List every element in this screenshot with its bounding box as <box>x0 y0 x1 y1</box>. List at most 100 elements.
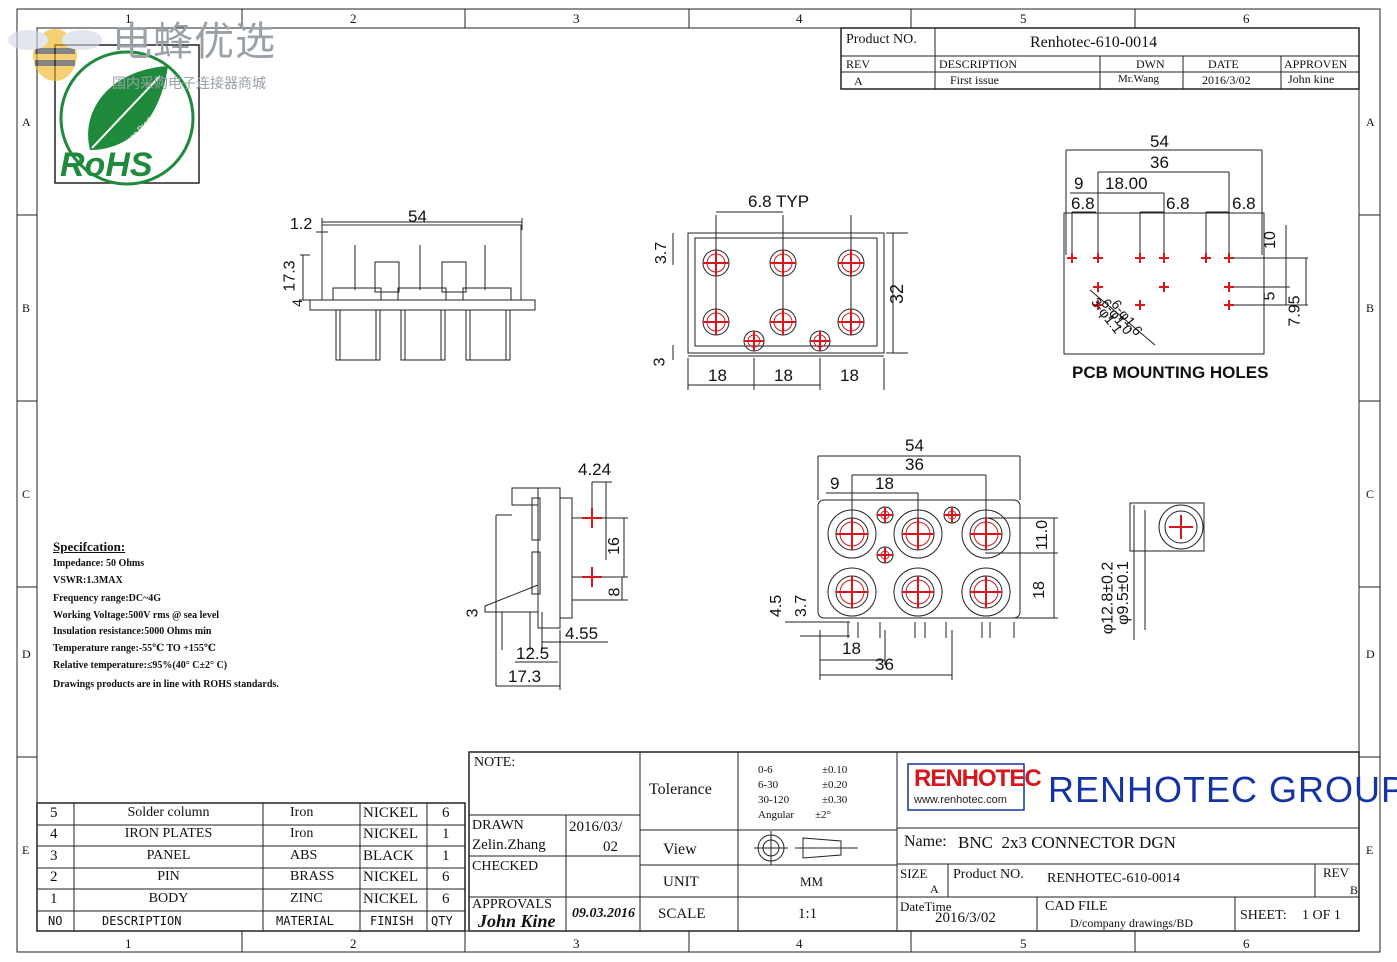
tolerance-range: 30-120 <box>758 794 790 806</box>
profile-dim-12-5: 12.5 <box>516 644 550 663</box>
spec-title: Specifcation: <box>53 539 126 554</box>
tolerance-range: Angular <box>758 809 795 821</box>
bottom-socket-1-outer <box>827 509 877 559</box>
bottom-dim-18-bottom: 18 <box>842 639 861 658</box>
pcb-holes <box>1067 253 1234 310</box>
rev-block-product-label: Product NO. <box>846 32 917 47</box>
col-label-2-bottom: 2 <box>350 936 357 951</box>
tb-unit-label: UNIT <box>663 874 699 890</box>
row-label-b-right: B <box>1366 301 1375 315</box>
pcb-dim-7-95: 7.95 <box>1286 295 1304 327</box>
bottom-dim-9: 9 <box>830 474 840 493</box>
tb-approvals-date: 09.03.2016 <box>572 906 635 921</box>
bom-row-description: PIN <box>157 869 180 884</box>
col-label-2: 2 <box>350 11 357 26</box>
bottom-dim-54: 54 <box>905 436 924 455</box>
rev-header-approven: APPROVEN <box>1284 57 1348 71</box>
bom-header-desc: DESCRIPTION <box>102 914 182 928</box>
front-dim-18-a: 18 <box>708 366 727 385</box>
tolerance-range: 0-6 <box>758 764 773 776</box>
row-label-d: D <box>22 647 31 661</box>
col-label-6: 6 <box>1243 11 1250 26</box>
profile-dim-8: 8 <box>606 587 624 597</box>
round-dim-inner: φ9.5±0.1 <box>1114 561 1132 625</box>
tb-datetime-value: 2016/3/02 <box>935 910 996 926</box>
bom-header-finish: FINISH <box>370 914 414 928</box>
pcb-dim-6-8-b: 6.8 <box>1166 194 1190 213</box>
bottom-socket-2-outer <box>893 509 943 559</box>
profile-dim-4-24: 4.24 <box>578 460 612 479</box>
tb-checked-label: CHECKED <box>472 859 539 874</box>
tb-datetime-label: DateTime <box>900 899 952 914</box>
front-view-connectors <box>702 249 865 352</box>
bom-row-description: Solder column <box>127 805 210 820</box>
rev-row-dwn: Mr.Wang <box>1118 73 1159 85</box>
side-dim-54: 54 <box>408 207 427 226</box>
spec-line-7: Relative temperature:≤95%(40° C±2° C) <box>53 660 228 671</box>
col-label-5-bottom: 5 <box>1020 936 1027 951</box>
tb-logo-url: www.renhotec.com <box>914 794 1007 806</box>
spec-line-8: Drawings products are in line with ROHS … <box>53 679 279 690</box>
row-label-e-right: E <box>1366 843 1374 857</box>
tolerance-value: ±0.10 <box>822 764 848 776</box>
rev-header-rev: REV <box>846 57 870 71</box>
row-label-c-right: C <box>1366 487 1375 501</box>
front-dim-3: 3 <box>651 357 669 367</box>
rev-block-product-no: Renhotec-610-0014 <box>1030 34 1158 51</box>
bottom-socket-6-outer <box>961 567 1011 617</box>
row-label-a-right: A <box>1366 115 1375 129</box>
col-label-1-bottom: 1 <box>125 936 132 951</box>
tb-sheet-label: SHEET: <box>1240 908 1287 923</box>
col-label-3: 3 <box>573 11 580 26</box>
bom-row-description: IRON PLATES <box>124 826 213 841</box>
rev-row-date: 2016/3/02 <box>1202 73 1251 87</box>
front-dim-32: 32 <box>887 283 908 305</box>
spec-line-5: Insulation resistance:5000 Ohms min <box>53 626 212 637</box>
bom-row-qty: 6 <box>442 805 450 821</box>
tolerance-value: ±2° <box>815 809 831 821</box>
watermark-brand: 电蜂优选 <box>112 20 276 64</box>
profile-dim-4-55: 4.55 <box>565 624 599 643</box>
row-label-a: A <box>22 115 31 129</box>
spec-line-3: Frequency range:DC~4G <box>53 593 162 604</box>
bottom-dim-36-bottom: 36 <box>875 655 894 674</box>
tb-drawn-date-a: 2016/03/ <box>569 819 623 835</box>
tolerance-value: ±0.30 <box>822 794 848 806</box>
bottom-dim-3-7: 3.7 <box>793 594 811 618</box>
pcb-dim-6-8-c: 6.8 <box>1232 194 1256 213</box>
bom-row-finish: BLACK <box>363 848 414 864</box>
bom-row-description: BODY <box>148 891 189 906</box>
bom-header-qty: QTY <box>431 914 453 928</box>
row-label-e: E <box>22 843 30 857</box>
spec-line-4: Working Voltage:500V rms @ sea level <box>53 610 220 621</box>
bottom-dim-18-top: 18 <box>875 474 894 493</box>
tb-logo: RENHOTEC <box>914 765 1042 792</box>
bom-row-no: 5 <box>50 805 58 821</box>
spec-line-1: Impedance: 50 Ohms <box>53 558 145 569</box>
bottom-dim-4-5: 4.5 <box>768 594 786 618</box>
bom-row-material: BRASS <box>290 869 335 884</box>
profile-dim-3: 3 <box>464 608 482 618</box>
tb-size-label: SIZE <box>900 866 928 881</box>
bottom-dim-36: 36 <box>905 455 924 474</box>
pcb-dim-9: 9 <box>1074 174 1084 193</box>
bom-row-no: 1 <box>50 891 58 907</box>
bom-row-material: Iron <box>290 805 314 820</box>
row-label-b: B <box>22 301 31 315</box>
tb-name-label: Name: <box>904 833 947 850</box>
tb-tolerance-label: Tolerance <box>649 781 712 798</box>
bom-row-material: ZINC <box>290 891 323 906</box>
tb-scale-label: SCALE <box>658 906 706 922</box>
col-label-5: 5 <box>1020 11 1027 26</box>
bottom-dim-18-side: 18 <box>1030 581 1048 599</box>
col-label-4-bottom: 4 <box>796 936 803 951</box>
tb-approvals-signature: John Kine <box>478 911 556 931</box>
side-dim-17-3: 17.3 <box>281 260 299 292</box>
tb-cad-label: CAD FILE <box>1045 899 1108 914</box>
bom-row-description: PANEL <box>146 848 191 863</box>
bom-row-qty: 6 <box>442 891 450 907</box>
bottom-dim-11: 11.0 <box>1033 520 1051 550</box>
pcb-dim-18: 18.00 <box>1105 174 1148 193</box>
